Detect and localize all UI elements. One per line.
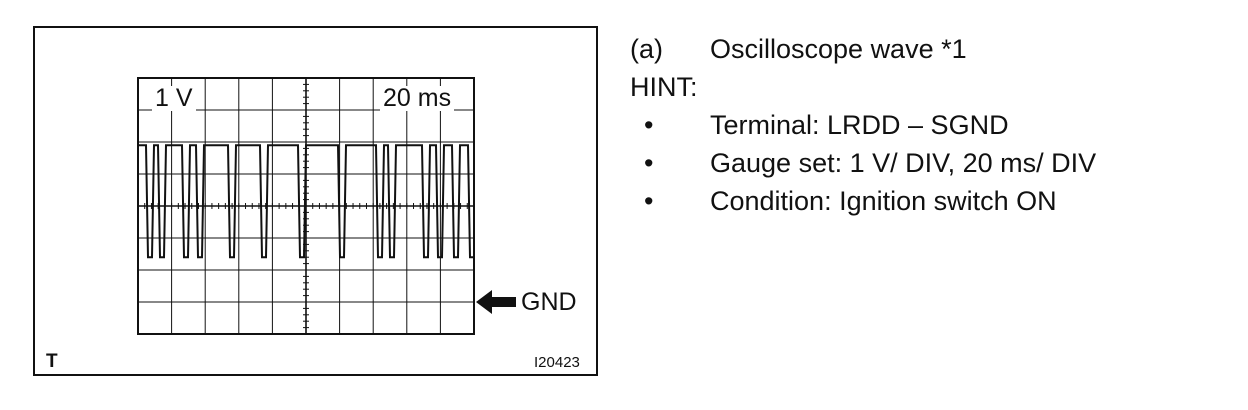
hint-label: HINT:	[630, 72, 698, 102]
bullet-item: • Gauge set: 1 V/ DIV, 20 ms/ DIV	[630, 144, 1096, 182]
gnd-arrow-icon	[476, 290, 516, 314]
bullet-text: Gauge set: 1 V/ DIV, 20 ms/ DIV	[710, 148, 1097, 178]
bullet-text: Terminal: LRDD – SGND	[710, 110, 1009, 140]
figure-id: I20423	[534, 354, 580, 371]
item-number: (a)	[630, 34, 663, 64]
corner-mark: T	[46, 351, 58, 372]
bullet-item: • Condition: Ignition switch ON	[630, 182, 1096, 220]
oscilloscope-screen	[137, 77, 475, 335]
volts-per-div-label: 1 V	[152, 86, 196, 111]
item-text: Oscilloscope wave *1	[710, 34, 967, 64]
bullet-icon: •	[644, 110, 654, 140]
square-wave-trace	[138, 144, 474, 259]
bullet-icon: •	[644, 148, 654, 178]
time-per-div-label: 20 ms	[380, 86, 455, 111]
notes-panel: (a) Oscilloscope wave *1 HINT: • Terminal:…	[630, 30, 1096, 220]
bullet-item: • Terminal: LRDD – SGND	[630, 106, 1096, 144]
item-heading: (a) Oscilloscope wave *1	[630, 30, 1096, 68]
bullet-text: Condition: Ignition switch ON	[710, 186, 1057, 216]
bullet-icon: •	[644, 186, 654, 216]
gnd-label: GND	[521, 288, 577, 316]
figure-frame	[33, 26, 598, 376]
